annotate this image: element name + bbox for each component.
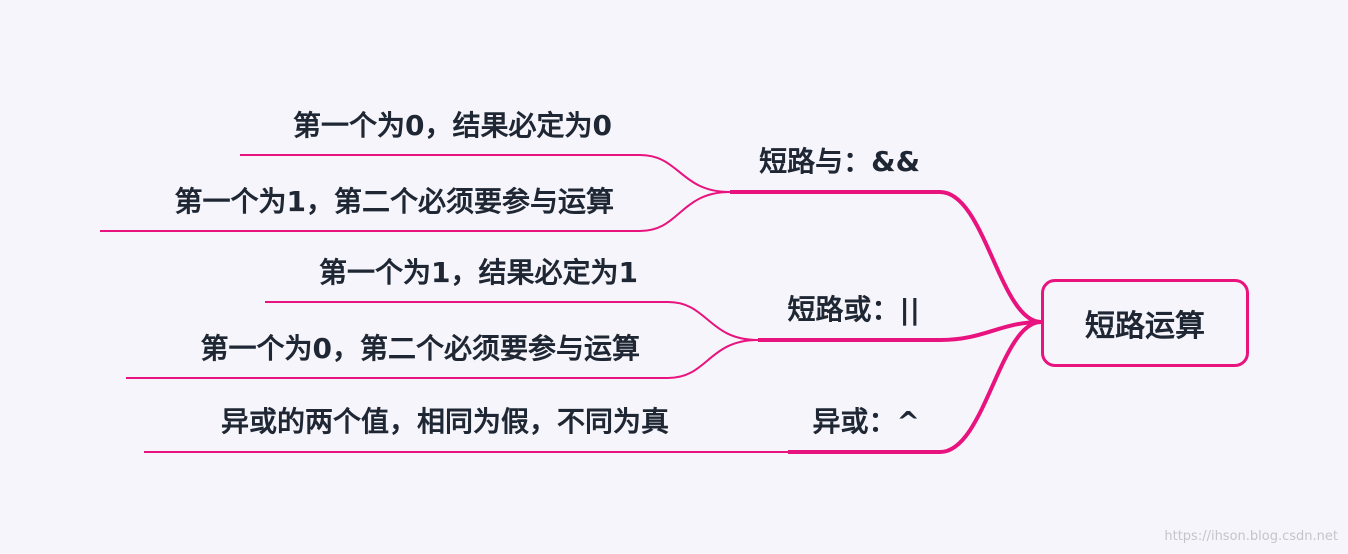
central-node-label: 短路运算 — [1085, 309, 1205, 344]
leaf-and-2-label: 第一个为1，第二个必须要参与运算 — [174, 185, 614, 218]
branch-and-label: 短路与：&& — [759, 145, 920, 178]
link-or-to-leaf-1 — [265, 301, 759, 341]
leaf-and-1-label: 第一个为0，结果必定为0 — [293, 109, 612, 142]
branch-xor-label: 异或：^ — [812, 405, 920, 438]
central-node-short-circuit: 短路运算 — [1041, 279, 1249, 367]
link-root-to-xor — [788, 320, 1042, 454]
link-and-to-leaf-2 — [100, 191, 731, 232]
leaf-or-2-label: 第一个为0，第二个必须要参与运算 — [200, 332, 640, 365]
link-and-to-leaf-1 — [240, 154, 731, 193]
link-or-to-leaf-2 — [126, 339, 759, 379]
leaf-or-1-label: 第一个为1，结果必定为1 — [319, 256, 638, 289]
watermark-text: https://ihson.blog.csdn.net — [1164, 529, 1338, 544]
link-root-to-and — [730, 190, 1042, 324]
branch-or-label: 短路或：|| — [787, 293, 920, 326]
link-root-to-or — [758, 320, 1042, 342]
leaf-xor-1-label: 异或的两个值，相同为假，不同为真 — [220, 405, 669, 438]
